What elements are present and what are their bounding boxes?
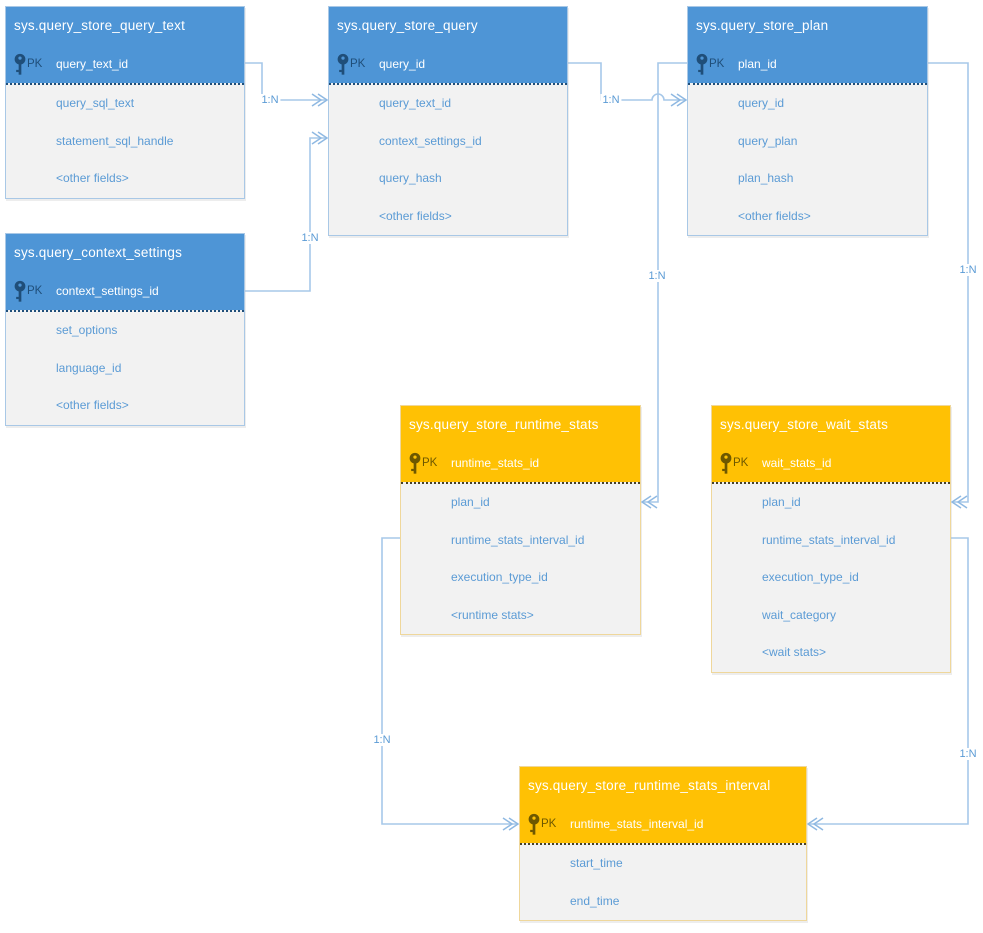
field-row: <wait stats> <box>762 645 827 659</box>
pk-field-name: runtime_stats_id <box>451 456 540 470</box>
field-row: plan_id <box>762 495 801 509</box>
key-icon <box>337 53 349 75</box>
pk-label: PK <box>733 457 749 469</box>
entity-title: sys.query_store_runtime_stats <box>401 406 640 444</box>
arrowhead-icon <box>311 131 329 145</box>
cardinality-label: 1:N <box>371 734 393 746</box>
pk-row: PK context_settings_id <box>6 272 244 310</box>
entity-fields: set_options language_id <other fields> <box>6 310 244 425</box>
field-row: wait_category <box>762 607 837 622</box>
cardinality-label: 1:N <box>259 94 281 106</box>
entity-query-context-settings: sys.query_context_settings PK context_se… <box>5 233 245 426</box>
field-row: execution_type_id <box>451 570 548 584</box>
cardinality-label: 1:N <box>957 748 979 760</box>
key-icon <box>696 53 708 75</box>
entity-fields: start_time end_time <box>520 843 806 920</box>
pk-label: PK <box>27 285 43 297</box>
field-row: <other fields> <box>738 208 811 223</box>
field-row: query_text_id <box>379 96 452 110</box>
field-row: context_settings_id <box>379 133 482 148</box>
field-row: plan_hash <box>738 171 794 185</box>
field-row: runtime_stats_interval_id <box>451 532 585 547</box>
arrowhead-icon <box>806 817 824 831</box>
field-row: plan_id <box>451 495 490 509</box>
arrowhead-icon <box>502 817 520 831</box>
entity-query-store-wait-stats: sys.query_store_wait_stats PK wait_stats… <box>711 405 951 673</box>
field-row: <other fields> <box>56 171 129 185</box>
entity-fields: query_id query_plan plan_hash <other fie… <box>688 83 927 235</box>
key-icon <box>14 280 26 302</box>
connector-line <box>245 137 327 292</box>
connector-line <box>642 62 687 503</box>
key-icon <box>720 452 732 474</box>
field-row: query_plan <box>738 133 798 148</box>
field-row: start_time <box>570 856 623 870</box>
entity-fields: plan_id runtime_stats_interval_id execut… <box>712 482 950 672</box>
field-row: <other fields> <box>56 398 129 412</box>
entity-fields: plan_id runtime_stats_interval_id execut… <box>401 482 640 634</box>
field-row: <other fields> <box>379 208 452 223</box>
entity-query-store-runtime-stats: sys.query_store_runtime_stats PK runtime… <box>400 405 641 635</box>
field-row: query_id <box>738 96 785 110</box>
arrowhead-icon <box>670 93 688 107</box>
entity-title: sys.query_store_plan <box>688 7 927 45</box>
connector-line <box>568 62 686 101</box>
entity-title: sys.query_store_wait_stats <box>712 406 950 444</box>
pk-field-name: context_settings_id <box>56 284 159 298</box>
connector-line <box>245 62 327 101</box>
field-row: <runtime stats> <box>451 607 534 622</box>
key-icon <box>409 452 421 474</box>
pk-label: PK <box>709 58 725 70</box>
pk-field-name: query_id <box>379 57 426 71</box>
entity-query-store-plan: sys.query_store_plan PK plan_id query_id… <box>687 6 928 236</box>
entity-query-store-query: sys.query_store_query PK query_id query_… <box>328 6 568 236</box>
pk-label: PK <box>350 58 366 70</box>
cardinality-label: 1:N <box>646 270 668 282</box>
pk-row: PK plan_id <box>688 45 927 83</box>
pk-label: PK <box>541 818 557 830</box>
field-row: query_hash <box>379 171 442 185</box>
pk-field-name: plan_id <box>738 57 777 71</box>
field-row: end_time <box>570 893 620 908</box>
pk-row: PK query_text_id <box>6 45 244 83</box>
entity-title: sys.query_store_query_text <box>6 7 244 45</box>
field-row: query_sql_text <box>56 96 135 110</box>
key-icon <box>14 53 26 75</box>
entity-title: sys.query_context_settings <box>6 234 244 272</box>
cardinality-label: 1:N <box>600 94 622 106</box>
pk-field-name: wait_stats_id <box>762 456 832 470</box>
entity-query-store-runtime-stats-interval: sys.query_store_runtime_stats_interval P… <box>519 766 807 921</box>
arrowhead-icon <box>950 495 968 509</box>
pk-field-name: runtime_stats_interval_id <box>570 817 704 831</box>
pk-row: PK wait_stats_id <box>712 444 950 482</box>
key-icon <box>528 813 540 835</box>
field-row: statement_sql_handle <box>56 133 174 148</box>
pk-row: PK runtime_stats_id <box>401 444 640 482</box>
entity-title: sys.query_store_runtime_stats_interval <box>520 767 806 805</box>
pk-row: PK runtime_stats_interval_id <box>520 805 806 843</box>
entity-fields: query_text_id context_settings_id query_… <box>329 83 567 235</box>
pk-label: PK <box>27 58 43 70</box>
field-row: set_options <box>56 323 118 337</box>
cardinality-label: 1:N <box>957 264 979 276</box>
arrowhead-icon <box>640 495 658 509</box>
entity-title: sys.query_store_query <box>329 7 567 45</box>
entity-fields: query_sql_text statement_sql_handle <oth… <box>6 83 244 198</box>
cardinality-label: 1:N <box>299 232 321 244</box>
field-row: language_id <box>56 360 122 375</box>
field-row: execution_type_id <box>762 570 859 584</box>
entity-query-store-query-text: sys.query_store_query_text PK query_text… <box>5 6 245 199</box>
pk-field-name: query_text_id <box>56 57 129 71</box>
arrowhead-icon <box>311 93 329 107</box>
field-row: runtime_stats_interval_id <box>762 532 896 547</box>
pk-row: PK query_id <box>329 45 567 83</box>
pk-label: PK <box>422 457 438 469</box>
